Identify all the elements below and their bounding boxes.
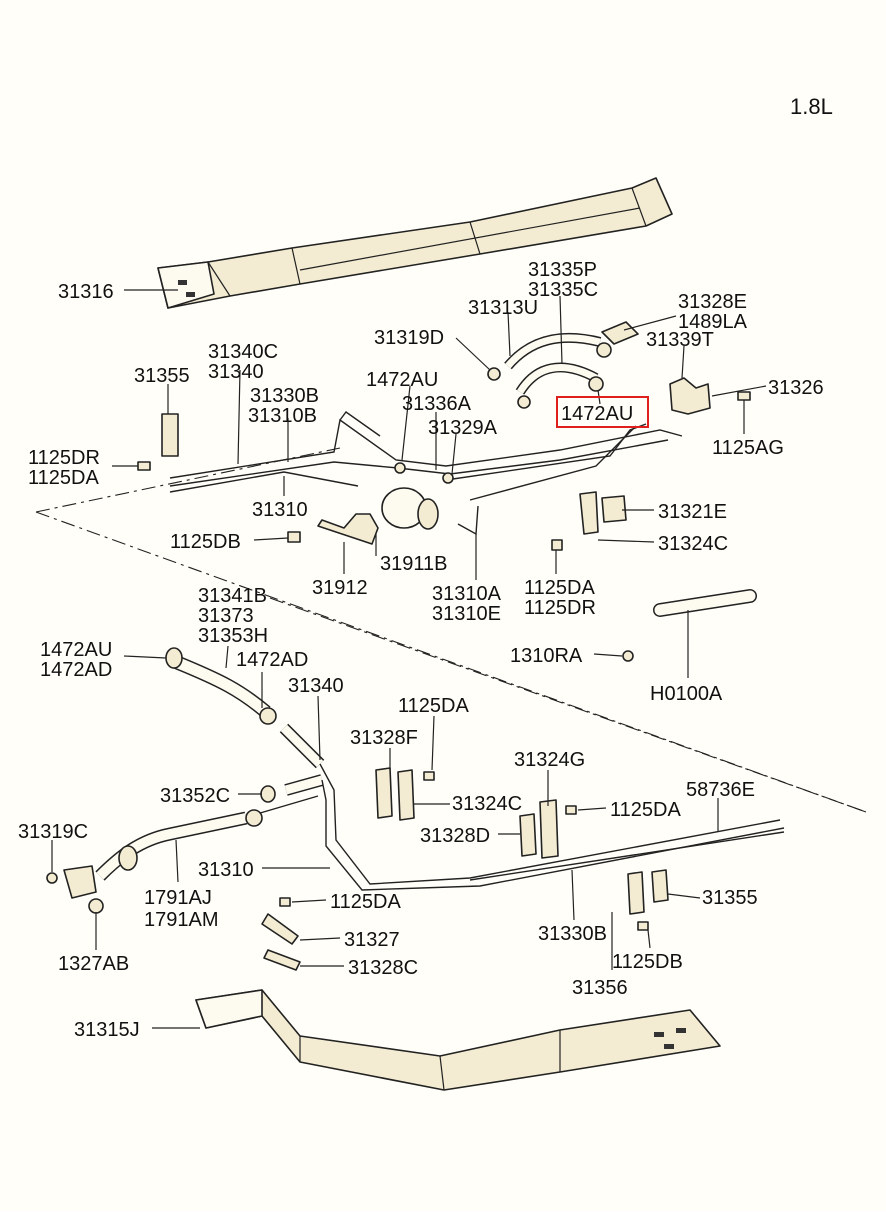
part-label: 31356 bbox=[572, 977, 628, 999]
part-label: 31310 bbox=[252, 499, 308, 521]
part-label: 31341B bbox=[198, 585, 267, 607]
part-label: 31335P bbox=[528, 259, 597, 281]
part-label: 1125DA bbox=[610, 799, 681, 821]
part-label: 1472AU bbox=[366, 369, 438, 391]
part-label: 1791AM bbox=[144, 909, 219, 931]
part-label: 31330B bbox=[250, 385, 319, 407]
part-label: 1125AG bbox=[712, 437, 784, 459]
highlighted-part-label[interactable]: 1472AU bbox=[561, 403, 633, 425]
part-label: 31319C bbox=[18, 821, 88, 843]
part-label: 31339T bbox=[646, 329, 714, 351]
part-label: 31310E bbox=[432, 603, 501, 625]
part-label: 31313U bbox=[468, 297, 538, 319]
part-label: H0100A bbox=[650, 683, 723, 705]
part-label: 1125DA bbox=[28, 467, 99, 489]
highlight-box bbox=[556, 396, 649, 428]
part-label: 1125DR bbox=[524, 597, 596, 619]
leader-lines bbox=[51, 289, 767, 1029]
crossmember-upper bbox=[157, 177, 673, 309]
part-label: 31335C bbox=[528, 279, 598, 301]
part-label: 31310 bbox=[198, 859, 254, 881]
crossmember-lower bbox=[195, 989, 721, 1091]
part-label: 31353H bbox=[198, 625, 268, 647]
part-label: 31328E bbox=[678, 291, 747, 313]
part-label: 31310A bbox=[432, 583, 502, 605]
part-label: 31321E bbox=[658, 501, 727, 523]
part-label: 31328F bbox=[350, 727, 418, 749]
part-label: 31328D bbox=[420, 825, 490, 847]
part-label: 31327 bbox=[344, 929, 400, 951]
part-label: 31326 bbox=[768, 377, 824, 399]
part-label: 31340 bbox=[208, 361, 264, 383]
part-label: 31336A bbox=[402, 393, 472, 415]
part-labels: 31316 31335P 31335C 31328E 1489LA 31313U… bbox=[18, 259, 824, 1041]
part-label: 31912 bbox=[312, 577, 368, 599]
part-label: 31329A bbox=[428, 417, 498, 439]
part-label: 31324C bbox=[452, 793, 522, 815]
part-label: 1125DR bbox=[28, 447, 100, 469]
part-label: 31328C bbox=[348, 957, 418, 979]
part-label: 1310RA bbox=[510, 645, 583, 667]
section-divider-lines bbox=[35, 447, 867, 813]
part-label: 31324G bbox=[514, 749, 585, 771]
part-label: 31352C bbox=[160, 785, 230, 807]
part-label: 1125DA bbox=[330, 891, 401, 913]
part-label: 1327AB bbox=[58, 953, 129, 975]
part-label: 31324C bbox=[658, 533, 728, 555]
part-label: 31315J bbox=[74, 1019, 140, 1041]
part-label: 1472AD bbox=[236, 649, 308, 671]
part-label: 31911B bbox=[380, 553, 447, 575]
lower-fuel-lines bbox=[46, 647, 785, 971]
part-label: 1125DA bbox=[398, 695, 469, 717]
part-label: 31330B bbox=[538, 923, 607, 945]
part-label: 31373 bbox=[198, 605, 254, 627]
part-label: 1125DB bbox=[170, 531, 241, 553]
part-label: 31316 bbox=[58, 281, 114, 303]
part-label: 31355 bbox=[702, 887, 758, 909]
upper-fuel-lines bbox=[137, 321, 757, 662]
part-label: 31355 bbox=[134, 365, 190, 387]
part-label: 1125DB bbox=[612, 951, 683, 973]
part-label: 1125DA bbox=[524, 577, 595, 599]
part-label: 31319D bbox=[374, 327, 444, 349]
part-label: 1472AD bbox=[40, 659, 112, 681]
engine-size-label: 1.8L bbox=[790, 94, 833, 119]
part-label: 31310B bbox=[248, 405, 317, 427]
part-label: 1472AU bbox=[40, 639, 112, 661]
part-label: 31340C bbox=[208, 341, 278, 363]
part-label: 1791AJ bbox=[144, 887, 212, 909]
part-label: 1489LA bbox=[678, 311, 748, 333]
part-label: 31340 bbox=[288, 675, 344, 697]
part-label: 58736E bbox=[686, 779, 755, 801]
